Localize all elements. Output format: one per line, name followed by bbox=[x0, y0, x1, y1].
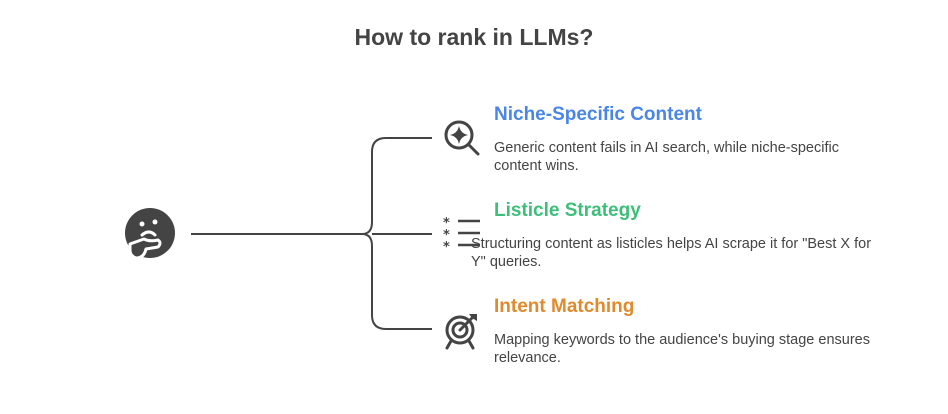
item-description: Generic content fails in AI search, whil… bbox=[494, 140, 839, 174]
target-icon bbox=[442, 310, 482, 350]
svg-text:*: * bbox=[443, 228, 450, 243]
svg-text:*: * bbox=[443, 240, 450, 254]
diagram-title: How to rank in LLMs? bbox=[354, 24, 594, 50]
item-title-intent-matching: Intent Matching bbox=[494, 296, 635, 317]
list-icon: * * * bbox=[442, 214, 482, 255]
connector-brace-top bbox=[361, 137, 432, 235]
svg-text:*: * bbox=[443, 216, 450, 231]
item-title-listicle-strategy: Listicle Strategy bbox=[494, 200, 641, 221]
connector-brace-bottom bbox=[361, 233, 432, 330]
item-description: Mapping keywords to the audience's buyin… bbox=[494, 332, 870, 366]
thinking-face-icon bbox=[122, 206, 178, 262]
sparkle-search-icon bbox=[442, 118, 482, 158]
item-description: Structuring content as listicles helps A… bbox=[471, 236, 872, 270]
item-title-niche-specific-content: Niche-Specific Content bbox=[494, 104, 702, 125]
